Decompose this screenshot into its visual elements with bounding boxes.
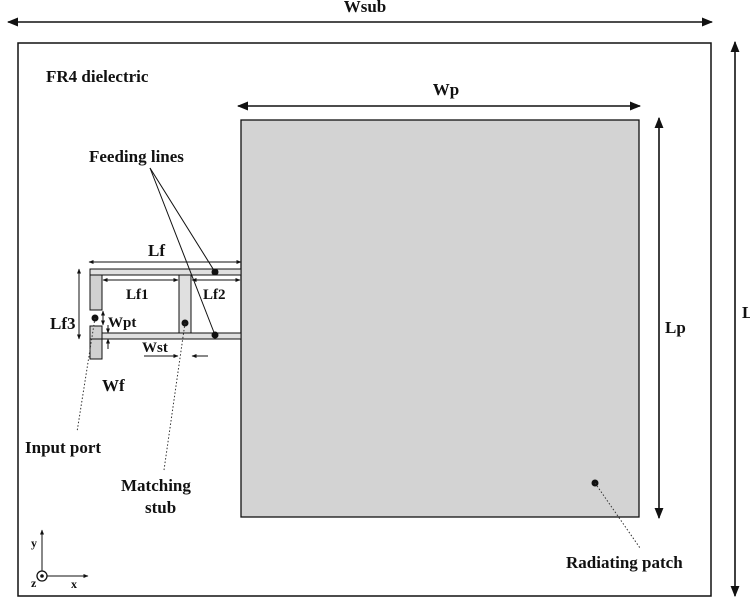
feeding-lines-pointer-top	[149, 167, 216, 273]
w-sub-label: Wsub	[344, 0, 387, 16]
feeding-lines-label: Feeding lines	[89, 147, 184, 166]
l-sub-label: L	[742, 303, 750, 322]
radiating-patch-pointer	[594, 482, 641, 549]
l-f3-label: Lf3	[50, 314, 76, 333]
l-f-label: Lf	[148, 241, 165, 260]
l-p-label: Lp	[665, 318, 686, 337]
l-f2-label: Lf2	[203, 287, 226, 303]
substrate-label: FR4 dielectric	[46, 67, 149, 86]
w-f-label: Wf	[102, 376, 125, 395]
matching-stub-label-line1: Matching	[121, 476, 191, 495]
w-pt-label: Wpt	[108, 315, 136, 331]
feeding-lines-pointer-bottom	[149, 167, 216, 336]
l-f1-label: Lf1	[126, 287, 149, 303]
feeding-line-marker-top	[211, 268, 219, 276]
input-port-upper-arm	[89, 274, 103, 311]
coordinate-axes: y x z	[31, 529, 89, 591]
radiating-patch-label: Radiating patch	[566, 553, 683, 572]
w-st-label: Wst	[142, 340, 168, 356]
radiating-patch	[240, 119, 640, 518]
axis-y-label: y	[31, 536, 37, 550]
w-p-label: Wp	[433, 80, 459, 99]
axis-x-label: x	[71, 577, 77, 591]
matching-stub-label-line2: stub	[145, 498, 176, 517]
feeding-line-marker-bottom	[211, 331, 219, 339]
matching-stub-pointer	[163, 322, 186, 471]
input-port-lower-arm	[89, 325, 103, 360]
axis-z-label: z	[31, 576, 37, 590]
input-port-label: Input port	[25, 438, 101, 457]
feeding-network	[89, 268, 242, 360]
